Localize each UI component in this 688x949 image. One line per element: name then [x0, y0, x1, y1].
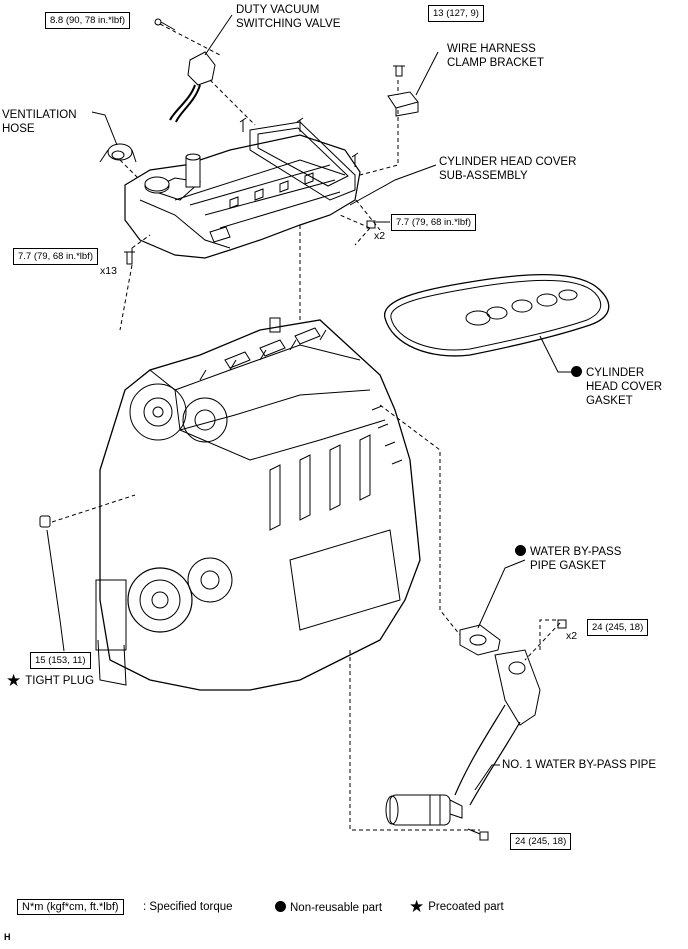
water-bypass-pipe-label: NO. 1 WATER BY-PASS PIPE [502, 759, 657, 771]
cover-frame [239, 117, 359, 201]
duty-vacuum-valve [154, 18, 216, 123]
wire-harness-bracket [387, 65, 419, 117]
legend-precoated: ★Precoated part [409, 897, 504, 916]
duty-vacuum-label: DUTY VACUUM SWITCHING VALVE [236, 4, 341, 30]
legend-nonreusable: Non-reusable part [275, 901, 382, 914]
cylinder-head-cover [124, 134, 361, 259]
fasteners [39, 220, 567, 841]
dashed-lines [51, 23, 561, 831]
torque-cover-bolt: 7.7 (79, 68 in.*lbf) [13, 248, 98, 265]
leader-lines [46, 14, 578, 791]
cylinder-head-cover-label: CYLINDER HEAD COVER SUB-ASSEMBLY [439, 156, 577, 182]
nonreusable-dot-icon [571, 366, 582, 377]
torque-bracket-bolt: 13 (127, 9) [428, 5, 484, 22]
star-icon: ★ [409, 897, 425, 916]
torque-cover-nut: 7.7 (79, 68 in.*lbf) [391, 214, 476, 231]
star-icon: ★ [6, 671, 22, 690]
torque-pipe-nut: 24 (245, 18) [587, 619, 649, 636]
ventilation-hose [99, 143, 137, 163]
nonreusable-dot-icon [515, 545, 526, 556]
multiplier-pipe-nut: x2 [566, 630, 578, 642]
water-bypass-gasket-label: WATER BY-PASS PIPE GASKET [515, 545, 621, 573]
ventilation-hose-label: VENTILATION HOSE [2, 109, 77, 135]
multiplier-cover-bolt: x13 [100, 265, 117, 277]
wire-harness-label: WIRE HARNESS CLAMP BRACKET [447, 43, 544, 69]
cylinder-head-gasket [384, 274, 610, 357]
water-bypass-gasket [459, 624, 501, 656]
cylinder-head-gasket-label: CYLINDER HEAD COVER GASKET [571, 366, 662, 408]
multiplier-cover-nut: x2 [374, 230, 386, 242]
legend-torque-text: : Specified torque [143, 901, 233, 913]
legend-torque-box: N*m (kgf*cm, ft.*lbf) [17, 899, 124, 915]
tight-plug-label: ★TIGHT PLUG [6, 671, 95, 690]
footer-code: H [4, 932, 11, 942]
torque-pipe-bolt: 24 (245, 18) [510, 833, 572, 850]
nonreusable-dot-icon [275, 901, 286, 912]
water-bypass-pipe [385, 649, 541, 826]
torque-plug: 15 (153, 11) [30, 652, 91, 669]
engine-block [95, 317, 421, 691]
torque-duty-vacuum-bolt: 8.8 (90, 78 in.*lbf) [45, 12, 130, 29]
